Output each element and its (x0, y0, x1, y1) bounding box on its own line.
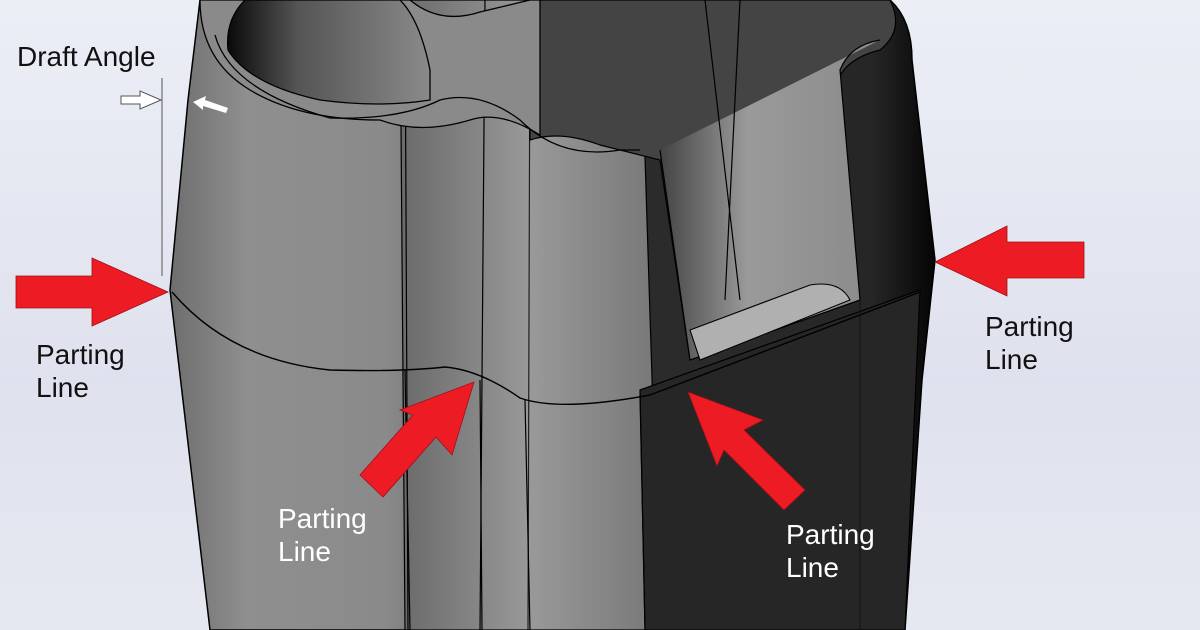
label-line1: Parting (985, 311, 1074, 342)
draft-angle-indicator (120, 78, 228, 276)
draft-angle-label: Draft Angle (17, 41, 156, 72)
label-line2: Line (786, 552, 839, 583)
parting-arrow-center-icon (359, 381, 475, 498)
label-line1: Parting (36, 339, 125, 370)
draft-arrow-outline-icon (120, 90, 163, 110)
label-line1: Parting (278, 503, 367, 534)
parting-line-label-center: Parting Line (278, 502, 367, 568)
parting-arrow-right-icon (934, 225, 1085, 297)
label-line1: Parting (786, 519, 875, 550)
parting-arrow-lower-right-icon (687, 391, 806, 511)
parting-arrow-left-icon (15, 257, 169, 327)
label-line2: Line (36, 372, 89, 403)
label-line2: Line (985, 344, 1038, 375)
parting-line-label-right: Parting Line (985, 310, 1074, 376)
part-body (169, 0, 936, 630)
label-line2: Line (278, 536, 331, 567)
parting-line-label-lower-right: Parting Line (786, 518, 875, 584)
draft-arrow-white-icon (193, 96, 228, 113)
parting-line-label-left: Parting Line (36, 338, 125, 404)
